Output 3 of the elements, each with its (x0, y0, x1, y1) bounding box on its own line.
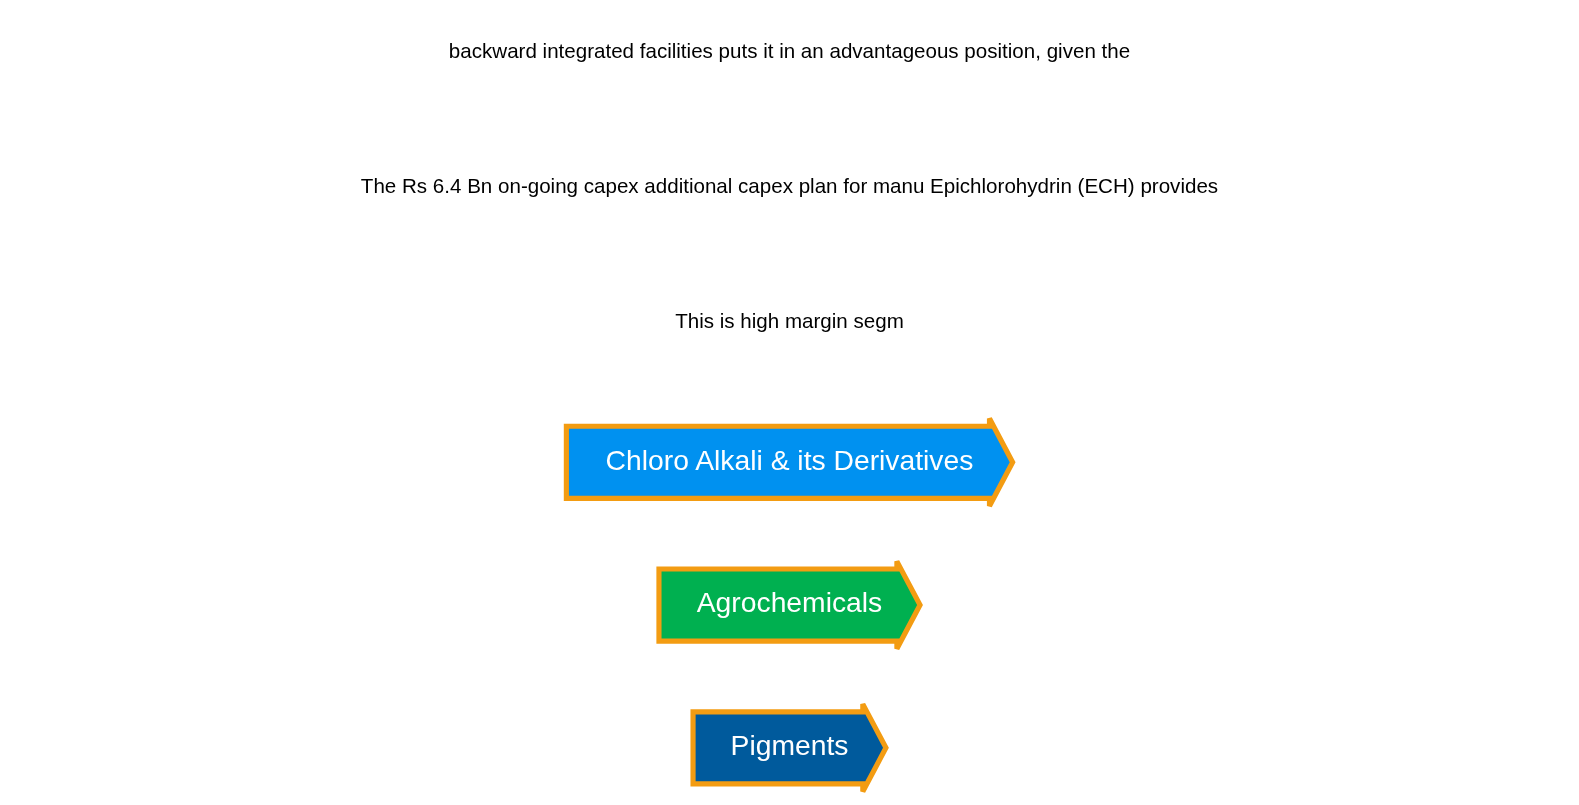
label: backward integrated facilities puts it in an advantageous position, given the (448, 39, 1131, 63)
label: This is high margin segm (675, 309, 904, 333)
label: The Rs 6.4 Bn on-going capex additional capex plan for manu Epichlorohydrin (ECH) provides (360, 174, 1219, 198)
